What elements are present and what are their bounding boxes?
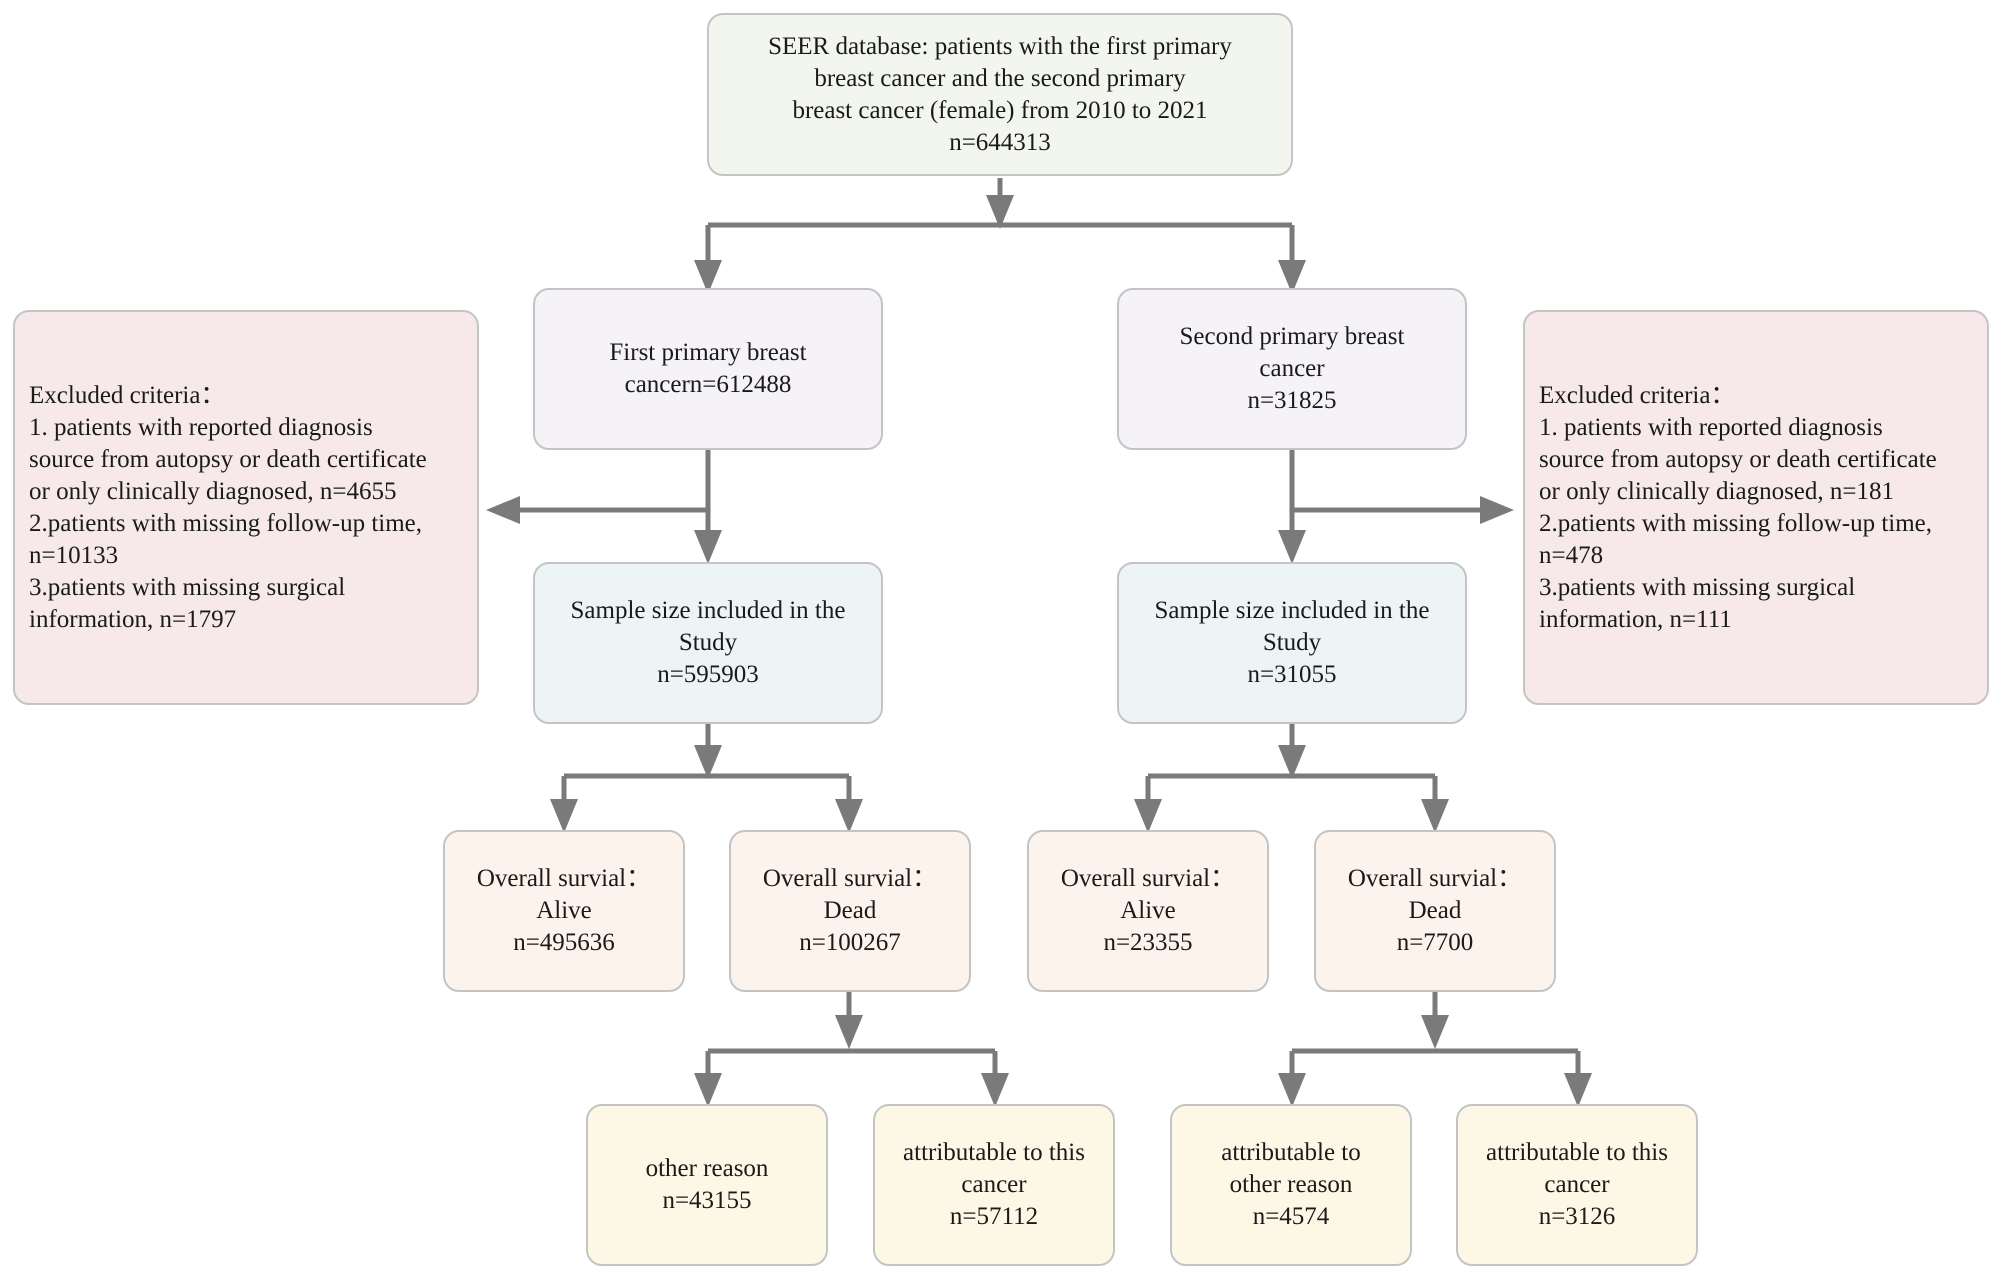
second-other-reason-box: attributable to other reason n=4574 <box>1170 1104 1412 1266</box>
first-dead-box: Overall survial： Dead n=100267 <box>729 830 971 992</box>
cause-count: n=57112 <box>949 1203 1039 1230</box>
survival-label: Overall survial： <box>762 865 938 892</box>
excluded-line: information, n=111 <box>1539 605 1732 633</box>
excluded-line: or only clinically diagnosed, n=181 <box>1539 477 1895 505</box>
cause-count: n=43155 <box>662 1187 752 1214</box>
second-group-line: Second primary breast <box>1179 323 1405 350</box>
second-this-cancer-box: attributable to this cancer n=3126 <box>1456 1104 1698 1266</box>
cause-label: cancer <box>1544 1171 1610 1198</box>
source-line: breast cancer and the second primary <box>814 64 1186 92</box>
excluded-line: source from autopsy or death certificate <box>29 445 427 473</box>
first-group-box: First primary breast cancern=612488 <box>533 288 883 450</box>
survival-count: n=7700 <box>1396 929 1474 956</box>
excluded-line: 3.patients with missing surgical <box>1539 573 1856 601</box>
excluded-line: information, n=1797 <box>29 605 237 633</box>
sample-count: n=595903 <box>657 661 759 688</box>
excluded-line: n=478 <box>1539 541 1604 569</box>
second-excluded-box: Excluded criteria： 1. patients with repo… <box>1523 310 1989 705</box>
second-group-count: n=31825 <box>1247 387 1337 414</box>
cause-label: other reason <box>645 1155 769 1182</box>
cause-label: attributable to this <box>1486 1139 1668 1166</box>
survival-count: n=495636 <box>513 929 615 956</box>
second-alive-box: Overall survial： Alive n=23355 <box>1027 830 1269 992</box>
survival-status: Alive <box>1120 897 1176 924</box>
first-other-reason-box: other reason n=43155 <box>586 1104 828 1266</box>
excluded-line: n=10133 <box>29 541 119 569</box>
first-this-cancer-box: attributable to this cancer n=57112 <box>873 1104 1115 1266</box>
sample-line: Sample size included in the <box>570 597 846 624</box>
excluded-line: 2.patients with missing follow-up time, <box>1539 509 1933 537</box>
cause-label: attributable to <box>1221 1139 1361 1166</box>
sample-count: n=31055 <box>1247 661 1337 688</box>
cause-label: cancer <box>961 1171 1027 1198</box>
excluded-title: Excluded criteria： <box>1539 381 1736 409</box>
first-sample-box: Sample size included in the Study n=5959… <box>533 562 883 724</box>
survival-count: n=23355 <box>1103 929 1193 956</box>
excluded-line: 1. patients with reported diagnosis <box>29 413 373 441</box>
source-box: SEER database: patients with the first p… <box>707 13 1293 176</box>
excluded-line: or only clinically diagnosed, n=4655 <box>29 477 397 505</box>
survival-count: n=100267 <box>799 929 901 956</box>
source-line: breast cancer (female) from 2010 to 2021 <box>792 96 1208 124</box>
survival-label: Overall survial： <box>1347 865 1523 892</box>
excluded-line: source from autopsy or death certificate <box>1539 445 1937 473</box>
first-alive-box: Overall survial： Alive n=495636 <box>443 830 685 992</box>
excluded-line: 3.patients with missing surgical <box>29 573 346 601</box>
cause-label: attributable to this <box>903 1139 1085 1166</box>
second-group-box: Second primary breast cancer n=31825 <box>1117 288 1467 450</box>
first-excluded-box: Excluded criteria： 1. patients with repo… <box>13 310 479 705</box>
second-group-line: cancer <box>1259 355 1325 382</box>
second-sample-box: Sample size included in the Study n=3105… <box>1117 562 1467 724</box>
survival-status: Dead <box>1408 897 1462 924</box>
cause-label: other reason <box>1229 1171 1353 1198</box>
first-group-line: First primary breast <box>609 339 807 366</box>
survival-status: Dead <box>823 897 877 924</box>
source-count: n=644313 <box>949 128 1051 156</box>
excluded-title: Excluded criteria： <box>29 381 226 409</box>
survival-label: Overall survial： <box>476 865 652 892</box>
source-line: SEER database: patients with the first p… <box>768 32 1232 60</box>
cause-count: n=3126 <box>1538 1203 1616 1230</box>
survival-status: Alive <box>536 897 592 924</box>
sample-line: Sample size included in the <box>1154 597 1430 624</box>
cause-count: n=4574 <box>1252 1203 1330 1230</box>
sample-line: Study <box>678 629 738 656</box>
sample-line: Study <box>1262 629 1322 656</box>
survival-label: Overall survial： <box>1060 865 1236 892</box>
excluded-line: 2.patients with missing follow-up time, <box>29 509 423 537</box>
second-dead-box: Overall survial： Dead n=7700 <box>1314 830 1556 992</box>
excluded-line: 1. patients with reported diagnosis <box>1539 413 1883 441</box>
first-group-line: cancern=612488 <box>624 371 792 398</box>
